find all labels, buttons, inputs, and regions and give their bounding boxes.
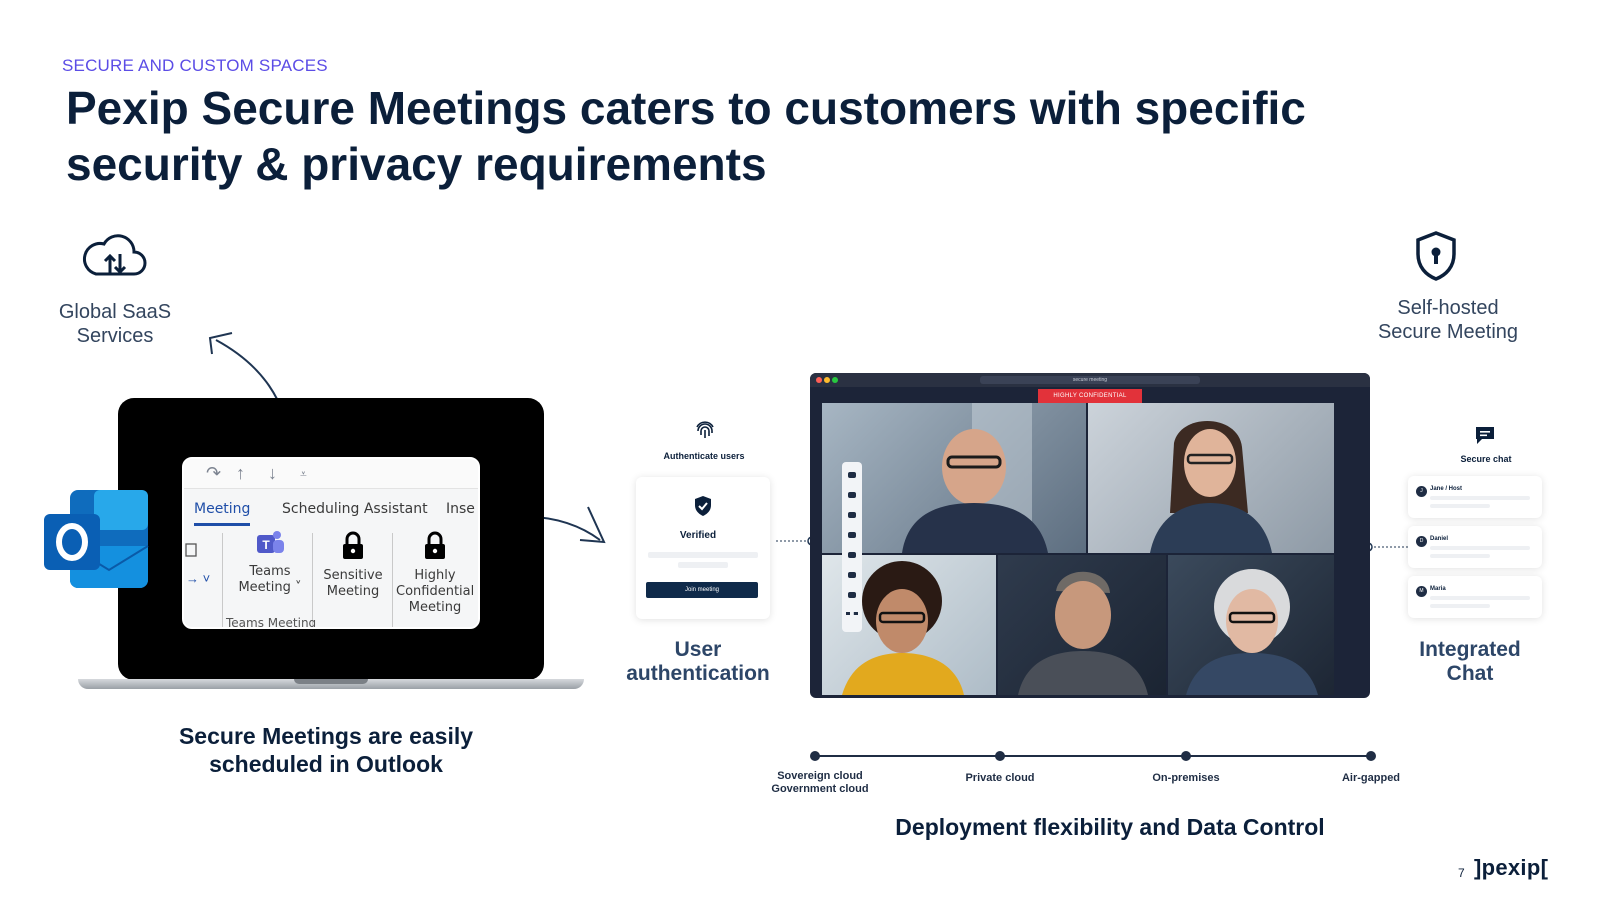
deployment-option: Private cloud bbox=[965, 772, 1035, 784]
close-icon[interactable] bbox=[816, 377, 822, 383]
meeting-side-toolbar bbox=[842, 462, 862, 632]
deployment-option: On-premises bbox=[1152, 772, 1220, 784]
participant-avatar bbox=[842, 561, 964, 695]
outlook-caption: Secure Meetings are easily scheduled in … bbox=[178, 723, 474, 777]
layout-icon[interactable] bbox=[848, 572, 856, 578]
global-saas-label: Global SaaS Services bbox=[58, 301, 172, 347]
verified-text: Verified bbox=[679, 530, 717, 541]
raise-hand-icon[interactable] bbox=[848, 512, 856, 518]
participant-avatar bbox=[1018, 571, 1148, 695]
sensitive-meeting-label: Sensitive Meeting bbox=[323, 568, 383, 599]
chat-message: D Daniel bbox=[1408, 526, 1542, 568]
chat-icon[interactable] bbox=[848, 492, 856, 498]
browser-toolbar: secure meeting bbox=[810, 373, 1370, 387]
timeline-node bbox=[995, 751, 1005, 761]
deployment-option: Air-gapped bbox=[1341, 772, 1401, 784]
participant-avatar bbox=[1186, 569, 1318, 695]
ribbon-group-label: Teams Meeting bbox=[226, 616, 317, 629]
shield-check-icon bbox=[695, 496, 711, 516]
active-tab-indicator bbox=[194, 523, 250, 526]
forward-icon[interactable]: → ˅ bbox=[186, 571, 211, 586]
tab-scheduling-assistant[interactable]: Scheduling Assistant bbox=[282, 501, 428, 517]
teams-meeting-button[interactable]: T Teams Meeting ˅ bbox=[230, 529, 310, 596]
self-hosted-label: Self-hosted Secure Meeting bbox=[1377, 297, 1519, 343]
authenticate-caption: Authenticate users bbox=[663, 451, 745, 461]
customize-icon[interactable]: ⩡ bbox=[300, 467, 307, 481]
share-screen-icon[interactable] bbox=[848, 532, 856, 538]
chat-message: J Jane / Host bbox=[1408, 476, 1542, 518]
captions-icon[interactable] bbox=[848, 592, 856, 598]
secure-chat-caption: Secure chat bbox=[1460, 454, 1512, 464]
join-meeting-button[interactable]: Join meeting bbox=[646, 582, 758, 598]
tab-meeting[interactable]: Meeting bbox=[194, 501, 251, 517]
address-bar[interactable]: secure meeting bbox=[980, 376, 1200, 384]
participant-avatar bbox=[1150, 420, 1272, 553]
deployment-option: Sovereign cloud Government cloud bbox=[771, 770, 869, 795]
quick-access-bar: ↷ ↑ ↓ ⩡ bbox=[184, 459, 478, 489]
user-authentication-label: User authentication bbox=[626, 638, 770, 685]
pexip-logo: ]pexip[ bbox=[1474, 855, 1549, 880]
video-tile-4 bbox=[998, 555, 1166, 695]
video-tile-1 bbox=[822, 403, 1086, 553]
more-icon[interactable] bbox=[846, 612, 858, 615]
video-tile-2 bbox=[1088, 403, 1334, 553]
participant-avatar bbox=[902, 403, 1048, 553]
maximize-icon[interactable] bbox=[832, 377, 838, 383]
minimize-icon[interactable] bbox=[824, 377, 830, 383]
video-tile-5 bbox=[1168, 555, 1334, 695]
lock-icon bbox=[425, 531, 445, 559]
participants-icon[interactable] bbox=[848, 472, 856, 478]
teams-icon: T bbox=[257, 531, 284, 553]
sensitive-meeting-button[interactable]: Sensitive Meeting bbox=[318, 529, 388, 600]
shield-keyhole-icon bbox=[1416, 231, 1456, 281]
outlook-icon bbox=[44, 490, 149, 588]
svg-text:T: T bbox=[262, 538, 270, 552]
deployment-caption: Deployment flexibility and Data Control bbox=[895, 814, 1325, 840]
fingerprint-icon bbox=[696, 421, 714, 438]
chat-icon bbox=[1476, 427, 1494, 444]
page-title: Pexip Secure Meetings caters to customer… bbox=[66, 82, 1306, 190]
outlook-ribbon: ↷ ↑ ↓ ⩡ Meeting Scheduling Assistant Ins… bbox=[182, 457, 480, 629]
lock-icon[interactable] bbox=[848, 552, 856, 558]
integrated-chat-label: Integrated Chat bbox=[1419, 638, 1521, 685]
timeline-node bbox=[1181, 751, 1191, 761]
chat-message: M Maria bbox=[1408, 576, 1542, 618]
lock-icon bbox=[343, 531, 363, 559]
cloud-sync-icon bbox=[83, 234, 147, 276]
laptop-notch bbox=[294, 679, 368, 684]
deployment-timeline bbox=[812, 755, 1369, 757]
calendar-icon bbox=[185, 543, 197, 557]
highly-confidential-button[interactable]: Highly Confidential Meeting bbox=[396, 529, 474, 616]
tab-insert[interactable]: Inse bbox=[446, 501, 475, 517]
page-number: 7 bbox=[1458, 866, 1465, 880]
teams-meeting-label: Teams Meeting ˅ bbox=[238, 564, 302, 595]
timeline-node bbox=[810, 751, 820, 761]
timeline-node bbox=[1366, 751, 1376, 761]
highly-confidential-label: Highly Confidential Meeting bbox=[396, 568, 475, 615]
eyebrow: SECURE AND CUSTOM SPACES bbox=[62, 56, 328, 75]
laptop-base bbox=[78, 679, 584, 689]
redo-icon[interactable]: ↷ bbox=[206, 463, 222, 483]
confidential-banner: HIGHLY CONFIDENTIAL bbox=[1038, 389, 1142, 403]
arrow-down-icon[interactable]: ↓ bbox=[268, 463, 277, 483]
arrow-up-icon[interactable]: ↑ bbox=[236, 463, 245, 483]
